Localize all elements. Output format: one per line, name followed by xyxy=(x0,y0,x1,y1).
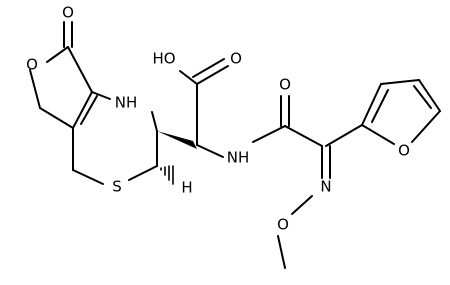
atom-s-ring: S xyxy=(112,178,122,196)
bond-acid-c-oh xyxy=(179,70,198,85)
bond-furan-c3-c2-2 xyxy=(371,89,389,123)
bond-o-ring-ch2 xyxy=(29,69,41,109)
atom-acid-o: O xyxy=(230,50,242,68)
wedge-c2-calpha xyxy=(157,131,197,149)
hashed-wedge-c2-h xyxy=(160,165,174,185)
bond-furan-c5-c4-2 xyxy=(413,85,432,109)
atom-amide-o: O xyxy=(279,76,291,94)
atom-nh-amide: NH xyxy=(227,149,250,167)
bond-acid-c-o-2 xyxy=(192,58,225,78)
bond-furan-o-c5 xyxy=(411,110,441,143)
bond-furan-c2-o xyxy=(361,124,395,145)
bond-ch2-s xyxy=(72,169,104,185)
atom-ring-o-lactone: O xyxy=(26,56,38,74)
atom-oxime-o: O xyxy=(277,216,289,234)
bond-o-ch3 xyxy=(277,235,286,269)
bond-c5-c6-single xyxy=(72,91,93,129)
atom-acid-oh: HO xyxy=(152,50,175,68)
bond-n-o xyxy=(291,195,313,215)
bond-furan-c4-c3 xyxy=(380,79,420,85)
bond-c6-c7 xyxy=(67,46,93,93)
bond-ch2-c5 xyxy=(39,107,74,129)
bond-c6-nh xyxy=(91,91,111,100)
atom-nh-ring: NH xyxy=(115,94,138,112)
atom-lactone-carbonyl-o: O xyxy=(62,4,74,22)
bond-furan-c5-c4-1 xyxy=(418,79,441,112)
atom-oxime-n: N xyxy=(320,178,331,196)
bond-furan-c3-c2-1 xyxy=(361,83,382,126)
bond-amide-c-coxime xyxy=(284,125,323,147)
bond-nh-c2 xyxy=(151,111,158,132)
bond-c7-o-ring xyxy=(46,46,69,63)
bond-acid-c-o-1 xyxy=(196,65,229,85)
bond-calpha-nh xyxy=(196,144,224,158)
atom-furan-o: O xyxy=(398,142,410,160)
atom-h-stereo: H xyxy=(181,179,192,197)
bond-nh-amide-c xyxy=(252,125,286,143)
bond-coxime-furan xyxy=(325,124,363,147)
bond-c5-c6-double xyxy=(80,95,98,125)
bond-s-c2 xyxy=(128,165,158,181)
